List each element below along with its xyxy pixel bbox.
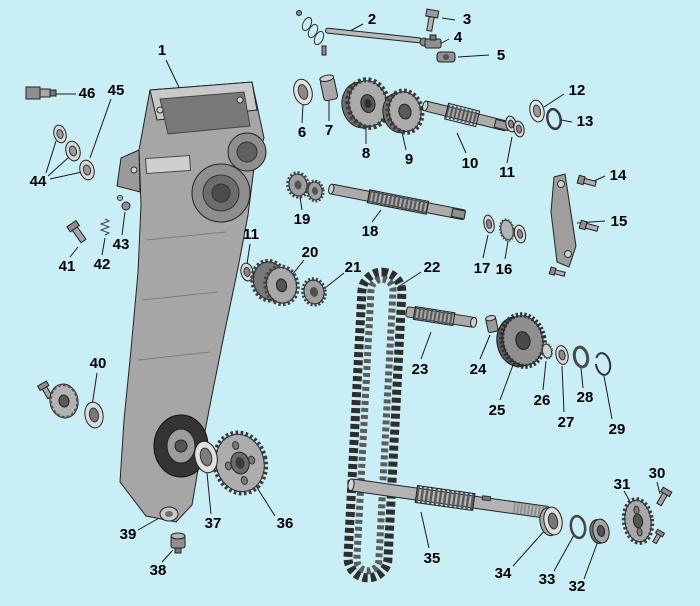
part-washer-11-left [240, 262, 254, 282]
callout-24: 24 [470, 361, 487, 378]
part-snap-ring-29 [594, 352, 612, 376]
callout-11-left: 11 [243, 226, 259, 243]
part-washer-17 [483, 214, 495, 234]
part-bolt-small [652, 528, 666, 545]
part-ring-13 [546, 107, 562, 131]
callout-31: 31 [614, 476, 631, 493]
callout-3: 3 [463, 11, 471, 28]
callout-44: 44 [30, 173, 47, 190]
callouts: 1 2 3 4 5 6 7 8 9 10 11 11 12 13 14 15 1… [30, 11, 666, 595]
part-washer-33 [569, 514, 587, 540]
part-washers-44 [53, 124, 95, 181]
callout-1: 1 [158, 42, 166, 59]
part-gear-25 [496, 312, 547, 369]
callout-46: 46 [79, 85, 96, 102]
callout-41: 41 [59, 258, 76, 275]
part-spring-42 [99, 218, 111, 236]
part-hub-16 [499, 218, 527, 244]
part-bearing-34 [539, 506, 563, 537]
part-gear-cluster-20 [250, 258, 300, 307]
part-washers-11-right [505, 115, 525, 138]
part-block-5 [436, 51, 456, 63]
callout-5: 5 [497, 47, 505, 64]
callout-45: 45 [108, 82, 125, 99]
part-disc-32 [589, 518, 610, 544]
callout-4: 4 [454, 29, 463, 46]
part-gear-21 [301, 277, 327, 307]
part-bearing-37 [194, 440, 218, 474]
callout-37: 37 [205, 515, 222, 532]
callout-10: 10 [462, 155, 479, 172]
callout-16: 16 [496, 261, 513, 278]
callout-26: 26 [534, 392, 551, 409]
part-spacer-24 [485, 314, 499, 334]
part-sprocket-31 [621, 497, 655, 545]
callout-18: 18 [362, 223, 379, 240]
leader-lines [45, 17, 661, 580]
part-bolts-14 [548, 174, 599, 277]
part-clevis-4 [424, 34, 442, 49]
part-roller-7 [319, 74, 339, 102]
part-ring-28 [572, 345, 590, 369]
part-ring-12 [529, 99, 545, 123]
callout-20: 20 [302, 244, 319, 261]
part-shaft-23 [405, 305, 478, 328]
part-shift-rod-spring [296, 10, 429, 56]
callout-22: 22 [424, 259, 441, 276]
part-bolt-3 [425, 8, 440, 32]
part-housing [116, 81, 267, 523]
callout-17: 17 [474, 260, 491, 277]
part-tensioner-15 [550, 173, 577, 268]
callout-40: 40 [90, 355, 107, 372]
part-detent-ball-43 [117, 195, 131, 211]
part-breather-46 [25, 86, 57, 100]
callout-33: 33 [539, 571, 556, 588]
callout-25: 25 [489, 402, 506, 419]
callout-38: 38 [150, 562, 167, 579]
part-bolt-30 [656, 486, 673, 507]
callout-21: 21 [345, 259, 362, 276]
callout-36: 36 [277, 515, 294, 532]
part-countershaft-18 [328, 183, 467, 221]
callout-19: 19 [294, 211, 311, 228]
part-sprocket-36 [211, 430, 269, 496]
part-plug-38 [170, 532, 186, 554]
callout-15: 15 [611, 213, 628, 230]
part-washer-26 [540, 342, 554, 360]
part-chain [343, 267, 407, 583]
callout-14: 14 [610, 167, 627, 184]
callout-23: 23 [412, 361, 429, 378]
callout-35: 35 [424, 550, 441, 567]
part-gear-8 [341, 77, 391, 130]
callout-34: 34 [495, 565, 512, 582]
callout-12: 12 [569, 82, 586, 99]
callout-28: 28 [577, 389, 594, 406]
callout-2: 2 [368, 11, 376, 28]
part-washer-27 [555, 345, 569, 365]
part-gears-19 [286, 171, 325, 203]
part-bolt-41 [66, 219, 87, 244]
callout-42: 42 [94, 256, 111, 273]
callout-27: 27 [558, 414, 575, 431]
part-washer-39 [159, 506, 179, 522]
callout-30: 30 [649, 465, 666, 482]
callout-29: 29 [609, 421, 626, 438]
callout-39: 39 [120, 526, 137, 543]
callout-9: 9 [405, 151, 413, 168]
callout-7: 7 [325, 122, 333, 139]
callout-6: 6 [298, 124, 306, 141]
callout-11-right: 11 [499, 164, 515, 181]
part-gear-9 [382, 88, 425, 135]
part-bearing-6 [293, 78, 313, 106]
part-output-shaft-35 [347, 478, 550, 519]
callout-43: 43 [113, 236, 130, 253]
callout-13: 13 [577, 113, 594, 130]
callout-8: 8 [362, 145, 370, 162]
part-roller-40 [36, 380, 104, 429]
callout-32: 32 [569, 578, 586, 595]
part-input-shaft-10 [422, 100, 511, 132]
